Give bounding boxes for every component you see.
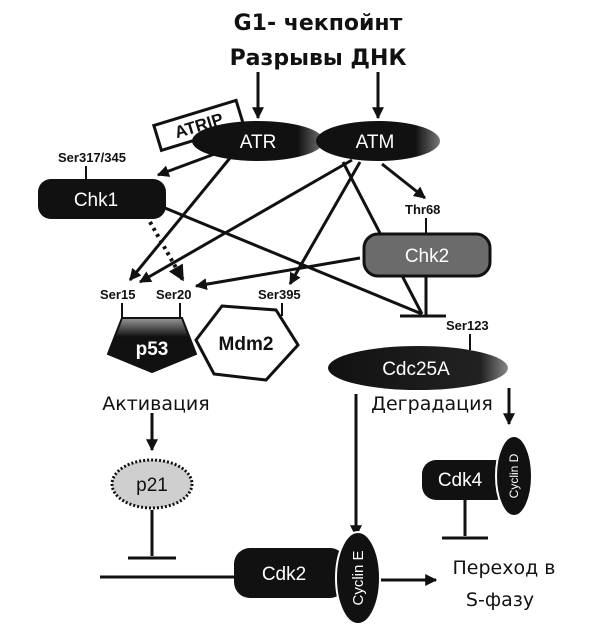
cdk2-node bbox=[234, 548, 346, 598]
site-ser15: Ser15 bbox=[100, 287, 135, 302]
p53-node bbox=[106, 317, 198, 374]
edge-atm-to-ser15 bbox=[138, 158, 353, 284]
cyclin-e-label: Cyclin E bbox=[350, 550, 367, 605]
cyclin-e-node bbox=[335, 531, 381, 625]
atm-label: ATM bbox=[356, 132, 395, 153]
cyclin-d-node bbox=[495, 435, 533, 517]
caption-transition-line2: S-фазу bbox=[466, 589, 534, 611]
edge-atr-to-ser15 bbox=[128, 157, 232, 281]
p21-label: p21 bbox=[136, 475, 168, 496]
cdc25a-node bbox=[328, 346, 508, 390]
chk1-node bbox=[38, 179, 166, 219]
edges bbox=[100, 72, 515, 586]
cdk4-label: Cdk4 bbox=[438, 470, 483, 491]
edge-atm-to-thr68 bbox=[381, 162, 426, 200]
site-ser395: Ser395 bbox=[258, 287, 301, 302]
cdk4-node bbox=[422, 460, 510, 500]
atr-node bbox=[192, 121, 324, 161]
caption-degradation: Деградация bbox=[371, 393, 493, 415]
site-ser317-345: Ser317/345 bbox=[58, 150, 126, 165]
cdc25a-label: Cdc25A bbox=[382, 359, 450, 380]
edge-atr-to-chk1 bbox=[156, 150, 221, 177]
chk2-label: Chk2 bbox=[405, 246, 449, 267]
caption-activation: Активация bbox=[102, 393, 209, 415]
edge-chk2-to-ser20 bbox=[194, 256, 361, 291]
mdm2-node bbox=[194, 304, 300, 382]
cdk2-label: Cdk2 bbox=[262, 564, 306, 585]
caption-transition-line1: Переход в bbox=[453, 557, 556, 579]
atr-label: ATR bbox=[240, 132, 277, 153]
p21-node bbox=[110, 458, 194, 510]
cyclin-d-label: Cyclin D bbox=[507, 453, 521, 498]
chk1-label: Chk1 bbox=[74, 190, 118, 211]
site-ser20: Ser20 bbox=[156, 287, 191, 302]
p53-label: p53 bbox=[136, 339, 169, 360]
title-line-2: Разрывы ДНК bbox=[230, 46, 407, 71]
mdm2-label: Mdm2 bbox=[219, 334, 274, 355]
title-line-1: G1- чекпойнт bbox=[234, 11, 403, 36]
edge-atm-to-ser395 bbox=[288, 161, 362, 286]
site-ser123: Ser123 bbox=[446, 318, 489, 333]
atm-node bbox=[316, 121, 440, 161]
chk2-node bbox=[362, 232, 492, 278]
edge-chk1-to-cdc25a bbox=[164, 206, 423, 316]
site-thr68: Thr68 bbox=[405, 202, 440, 217]
